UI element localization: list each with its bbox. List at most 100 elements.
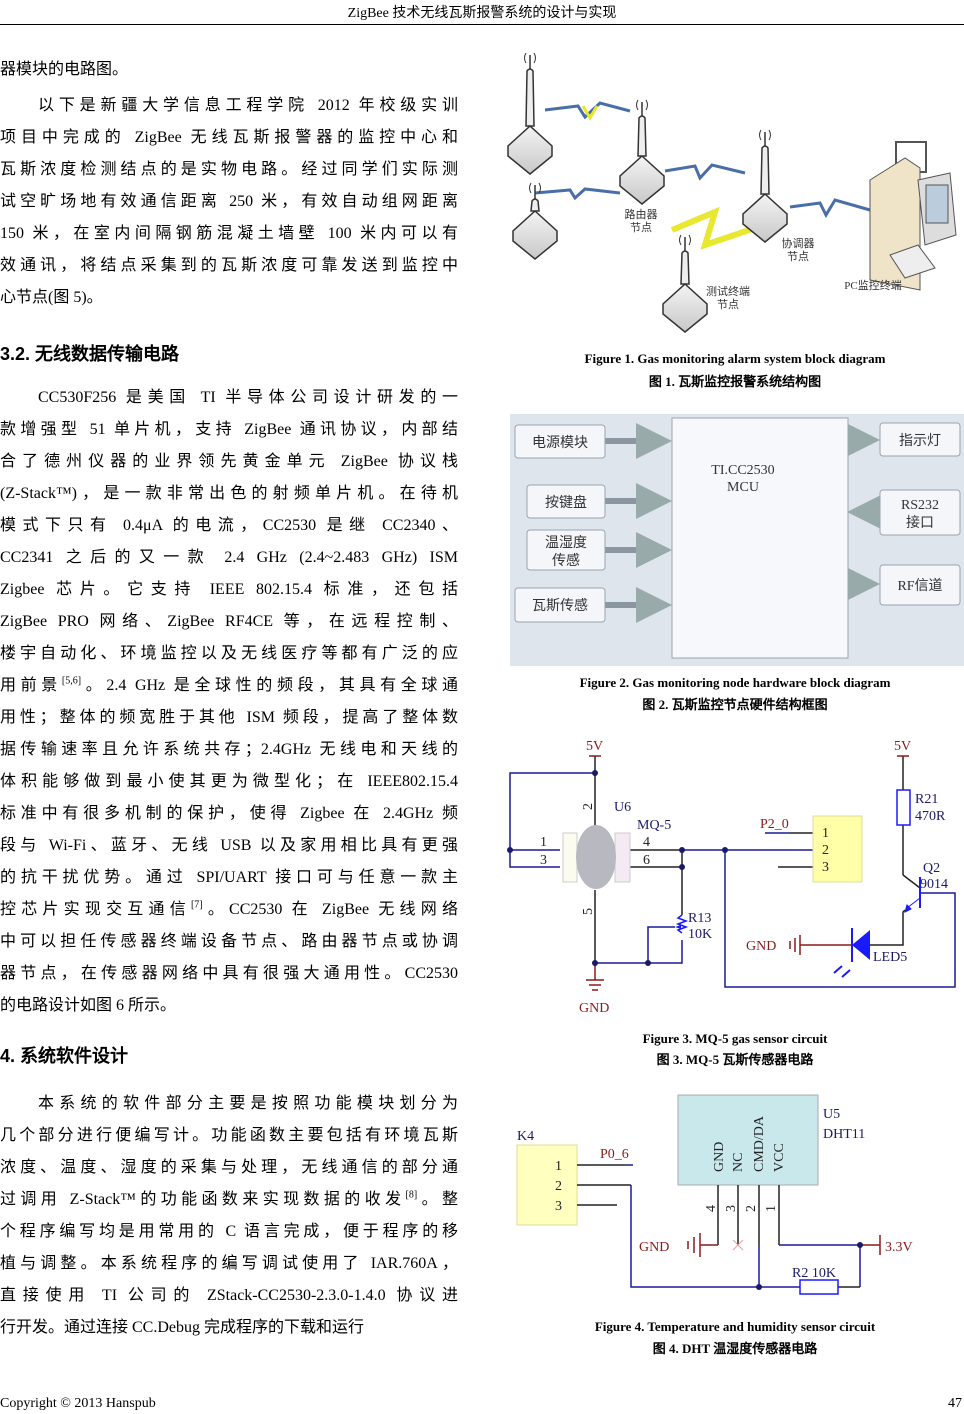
text-line: Zigbee 芯片。它支持 IEEE 802.15.4 标准，还包括 <box>0 581 458 598</box>
text-line: 150 米，在室内间隔钢筋混凝土墙壁 100 米内可以有 <box>0 225 458 242</box>
r13-label: R13 <box>688 911 711 926</box>
text-line: 楼宇自动化、环境监控以及无线医疗等都有广泛的应 <box>0 645 458 662</box>
paragraph-2: 以下是新疆大学信息工程学院 2012 年校级实训项目中完成的 ZigBee 无线… <box>0 90 458 314</box>
figure-3-caption-zh: 图 3. MQ-5 瓦斯传感器电路 <box>656 1052 814 1067</box>
r21-label: R21 <box>915 792 938 807</box>
text-line: 植与调整。本系统程序的编写调试使用了 IAR.760A， <box>0 1255 458 1272</box>
connector-pin-2: 2 <box>822 843 829 858</box>
keypad-box: 按键盘 <box>545 494 587 511</box>
text-line: 以下是新疆大学信息工程学院 2012 年校级实训 <box>38 97 458 114</box>
u5-label: U5 <box>823 1107 840 1122</box>
text-line: 本系统的软件部分主要是按照功能模块划分为 <box>38 1095 458 1112</box>
text-segment: 用前景 <box>0 677 62 694</box>
temp-humidity-box-2: 传感 <box>552 552 580 569</box>
text-line: 控芯片实现交互通信[7]。CC2530 在 ZigBee 无线网络 <box>0 894 458 926</box>
citation[interactable]: [5,6] <box>61 675 82 687</box>
text-line: 用性；整体的频宽胜于其他 ISM 频段，提高了整体数 <box>0 709 458 726</box>
pin-num-1: 1 <box>764 1205 779 1212</box>
k4-label: K4 <box>517 1129 534 1144</box>
text-segment: 。整 <box>417 1191 458 1208</box>
text-line: ZigBee PRO 网络、ZigBee RF4CE 等，在远程控制、 <box>0 613 458 630</box>
text-line: 据传输速率且允许系统共存；2.4GHz 无线电和天线的 <box>0 741 458 758</box>
figure-3-caption-en: Figure 3. MQ-5 gas sensor circuit <box>642 1031 828 1046</box>
q2-label: Q2 <box>923 861 940 876</box>
p2-0-net-label: P2_0 <box>760 817 789 832</box>
router-label-2: 节点 <box>630 221 652 234</box>
text-line: 体积能够做到最小使其更为微型化；在 IEEE802.15.4 <box>0 773 458 790</box>
pin-num-2: 2 <box>744 1205 759 1212</box>
pin-4: 4 <box>643 835 650 850</box>
text-line: 试空旷场地有效通信距离 250 米，有效自动组网距离 <box>0 193 458 210</box>
k4-pin-2: 2 <box>555 1179 562 1194</box>
pin-5: 5 <box>581 908 596 915</box>
pin-num-3: 3 <box>724 1205 739 1212</box>
text-line: 中可以担任传感器终端设备节点、路由器节点或协调 <box>0 933 458 950</box>
text-line: 项目中完成的 ZigBee 无线瓦斯报警器的监控中心和 <box>0 129 458 146</box>
mq5-label: MQ-5 <box>637 818 671 833</box>
gnd-label: GND <box>579 1001 609 1016</box>
coordinator-label-2: 节点 <box>787 250 809 263</box>
page-number: 47 <box>948 1396 962 1411</box>
text-line: 瓦斯浓度检测结点的是实物电路。经过同学们实际测 <box>0 161 458 178</box>
pin-1: 1 <box>540 835 547 850</box>
indicator-box: 指示灯 <box>899 433 941 449</box>
figure-4-caption-zh: 图 4. DHT 温湿度传感器电路 <box>652 1341 818 1356</box>
supply-5v-label-2: 5V <box>894 739 911 754</box>
text-line: 心节点(图 5)。 <box>0 289 103 306</box>
citation[interactable]: [8] <box>405 1189 418 1201</box>
figure-2-diagram: 电源模块 按键盘 温湿度 传感 瓦斯传感 TI.CC2530 MCU 指示灯 R… <box>510 414 964 666</box>
copyright: Copyright © 2013 Hanspub <box>0 1396 156 1411</box>
running-header: ZigBee 技术无线瓦斯报警系统的设计与实现 <box>347 6 617 21</box>
paragraph-1: 器模块的电路图。 <box>0 54 458 86</box>
text-line: 模式下只有 0.4μA 的电流，CC2530 是继 CC2340、 <box>0 517 458 534</box>
connector-pin-3: 3 <box>822 860 829 875</box>
pin-num-4: 4 <box>704 1205 719 1212</box>
text-segment: 控芯片实现交互通信 <box>0 901 191 918</box>
figure-2-caption-en: Figure 2. Gas monitoring node hardware b… <box>579 675 891 690</box>
text-segment: 过调用 Z-Stack™的功能函数来实现数据的收发 <box>0 1191 406 1208</box>
mcu-label-2: MCU <box>727 480 759 495</box>
text-line: 器节点，在传感器网络中具有很强大通用性。CC2530 <box>0 965 458 982</box>
text-segment: 。2.4 GHz 是全球性的频段，其具有全球通 <box>81 677 458 694</box>
p0-6-net-label: P0_6 <box>600 1147 629 1162</box>
text-line: 过调用 Z-Stack™的功能函数来实现数据的收发[8]。整 <box>0 1184 458 1216</box>
supply-3v3-label: 3.3V <box>885 1240 913 1255</box>
test-terminal-label-1: 测试终端 <box>706 284 750 298</box>
text-line: 用前景[5,6]。2.4 GHz 是全球性的频段，其具有全球通 <box>0 670 458 702</box>
zigbee-node-icon <box>619 99 665 205</box>
dht-pin-nc: NC <box>731 1153 746 1172</box>
figure-4-caption-en: Figure 4. Temperature and humidity senso… <box>594 1319 876 1334</box>
text-line: 个程序编写均是用常用的 C 语言完成，便于程序的移 <box>0 1223 458 1240</box>
led5-label: LED5 <box>873 950 907 965</box>
gas-sensor-box: 瓦斯传感 <box>532 597 588 614</box>
text-line: 合了德州仪器的业界领先黄金单元 ZigBee 协议栈 <box>0 453 458 470</box>
power-module-box: 电源模块 <box>532 435 588 451</box>
text-line: 标准中有很多机制的保护，使得 Zigbee 在 2.4GHz 频 <box>0 805 458 822</box>
text-line: 直接使用 TI 公司的 ZStack-CC2530-2.3.0-1.4.0 协议… <box>0 1287 458 1304</box>
r2-label: R2 10K <box>792 1266 836 1281</box>
figure-1-caption-en: Figure 1. Gas monitoring alarm system bl… <box>584 351 886 366</box>
dht-pin-cmd: CMD/DA <box>752 1115 767 1172</box>
section-heading-3-2: 3.2. 无线数据传输电路 <box>0 344 180 364</box>
text-line: 款增强型 51 单片机，支持 ZigBee 通讯协议，内部结 <box>0 421 458 438</box>
r21-value: 470R <box>915 809 946 824</box>
test-terminal-label-2: 节点 <box>717 298 739 311</box>
figure-1-caption-zh: 图 1. 瓦斯监控报警系统结构图 <box>648 374 822 389</box>
paragraph-4: 本系统的软件部分主要是按照功能模块划分为几个部分进行便编写计。功能函数主要包括有… <box>0 1088 458 1344</box>
text-line: CC2341 之后的又一款 2.4 GHz (2.4~2.483 GHz) IS… <box>0 549 458 566</box>
pc-terminal-label: PC监控终端 <box>844 278 901 292</box>
header-rule <box>0 24 964 25</box>
wireless-links <box>534 101 871 250</box>
section-heading-4: 4. 系统软件设计 <box>0 1046 129 1066</box>
text-line: 段与 Wi-Fi、蓝牙、无线 USB 以及家用相比具有更强 <box>0 837 458 854</box>
rf-channel-box: RF信道 <box>897 578 942 594</box>
gnd-label-fig4: GND <box>639 1240 669 1255</box>
citation[interactable]: [7] <box>190 899 203 911</box>
r13-value: 10K <box>688 927 712 942</box>
text-segment: 。CC2530 在 ZigBee 无线网络 <box>202 901 458 918</box>
figure-4-circuit: K4 U5 DHT11 R2 10K 1 2 3 GND NC CMD/DA V… <box>516 1094 913 1295</box>
connector-pin-1: 1 <box>822 826 829 841</box>
text-line: 效通讯，将结点采集到的瓦斯浓度可靠发送到监控中 <box>0 257 458 274</box>
dht11-label: DHT11 <box>823 1127 865 1142</box>
